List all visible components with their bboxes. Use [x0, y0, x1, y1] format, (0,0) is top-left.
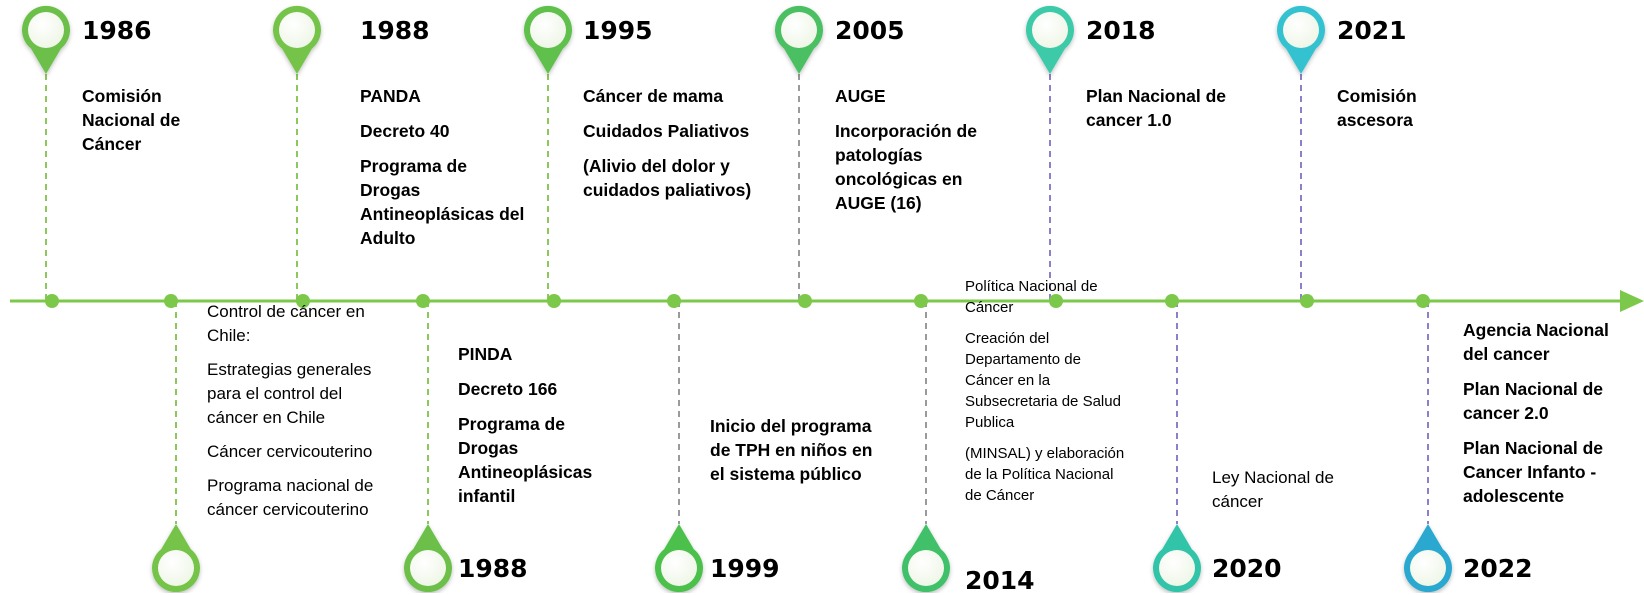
event-line: (Alivio del dolor y cuidados paliativos) [583, 156, 752, 200]
event-description-2005: AUGE Incorporación de patologías oncológi… [835, 84, 1010, 226]
axis-dot-2014 [914, 294, 928, 308]
event-line: Comisión ascesora [1337, 86, 1417, 130]
event-line: Creación del Departamento de Cáncer en l… [965, 330, 1121, 431]
year-label-1986: 1986 [82, 16, 152, 45]
axis-dot-1986 [45, 294, 59, 308]
event-line: Decreto 166 [458, 379, 558, 399]
event-line: Programa de Drogas Antineoplásicas del A… [360, 156, 525, 248]
axis-dot-2022 [1416, 294, 1430, 308]
year-label-1988b: 1988 [458, 554, 528, 583]
pin-marker-1988b [404, 524, 453, 593]
pin-inner-2020 [1159, 550, 1195, 586]
axis-dot-1988b [416, 294, 430, 308]
event-description-2020: Ley Nacional de cáncer [1212, 466, 1387, 525]
event-description-1988a: PANDA Decreto 40 Programa de Drogas Antine… [360, 84, 525, 261]
event-line: Plan Nacional de Cancer Infanto - adoles… [1463, 438, 1604, 506]
pin-inner-unlabeled [158, 550, 194, 586]
year-label-1988a: 1988 [360, 16, 430, 45]
axis-dot-1995 [547, 294, 561, 308]
event-line: Programa de Drogas Antineoplásicas infan… [458, 414, 593, 506]
timeline-arrowhead [1620, 290, 1644, 312]
event-line: Plan Nacional de cancer 2.0 [1463, 379, 1604, 423]
axis-dot-1988a [296, 294, 310, 308]
event-line: PINDA [458, 344, 513, 364]
pin-inner-1995 [530, 12, 566, 48]
axis-dot-2020 [1165, 294, 1179, 308]
pin-inner-2022 [1410, 550, 1446, 586]
event-description-2018: Plan Nacional de cancer 1.0 [1086, 84, 1261, 143]
pin-marker-2018 [1026, 5, 1074, 75]
pin-marker-2014 [902, 524, 951, 593]
event-description-2021: Comisión ascesora [1337, 84, 1467, 143]
pin-marker-1988a [273, 5, 321, 75]
event-line: Inicio del programa de TPH en niños en e… [710, 416, 873, 484]
axis-dot-2005 [798, 294, 812, 308]
year-label-2018: 2018 [1086, 16, 1156, 45]
event-line: Estrategias generales para el control de… [207, 360, 372, 427]
pin-inner-1988a [279, 12, 315, 48]
pin-marker-2005 [775, 5, 824, 74]
event-line: Agencia Nacional del cancer [1463, 320, 1609, 364]
year-label-2020: 2020 [1212, 554, 1282, 583]
event-line: Control de cáncer en Chile: [207, 302, 365, 345]
pin-marker-2020 [1153, 524, 1201, 593]
pin-inner-2021 [1283, 12, 1319, 48]
axis-dot-unlabeled [164, 294, 178, 308]
year-label-2005: 2005 [835, 16, 905, 45]
event-line: AUGE [835, 86, 886, 106]
event-line: Decreto 40 [360, 121, 450, 141]
event-line: Comisión Nacional de Cáncer [82, 86, 181, 154]
pin-marker-2021 [1277, 5, 1325, 75]
pin-marker-unlabeled [152, 524, 200, 593]
pin-inner-2014 [908, 550, 944, 586]
pin-marker-1995 [524, 5, 572, 75]
axis-dot-2021 [1300, 294, 1314, 308]
pin-inner-1988b [410, 550, 446, 586]
event-line: PANDA [360, 86, 421, 106]
year-label-1999: 1999 [710, 554, 780, 583]
event-line: Política Nacional de Cáncer [965, 278, 1098, 316]
pin-marker-1999 [655, 524, 704, 593]
event-description-unlabeled: Control de cáncer en Chile: Estrategias g… [207, 300, 377, 532]
axis-dot-1999 [667, 294, 681, 308]
event-line: Ley Nacional de cáncer [1212, 468, 1334, 511]
year-label-1995: 1995 [583, 16, 653, 45]
event-line: Cáncer cervicouterino [207, 442, 373, 461]
event-line: Cáncer de mama [583, 86, 724, 106]
event-description-1986: Comisión Nacional de Cáncer [82, 84, 212, 167]
year-label-2022: 2022 [1463, 554, 1533, 583]
event-description-1999: Inicio del programa de TPH en niños en e… [710, 414, 885, 497]
pin-inner-1986 [28, 12, 64, 48]
pin-inner-2005 [781, 12, 817, 48]
event-line: (MINSAL) y elaboración de la Política Na… [965, 445, 1125, 504]
event-line: Cuidados Paliativos [583, 121, 750, 141]
event-line: Programa nacional de cáncer cervicouteri… [207, 476, 374, 519]
pin-marker-2022 [1404, 524, 1452, 593]
year-label-2014: 2014 [965, 566, 1035, 595]
event-line: Incorporación de patologías oncológicas … [835, 121, 977, 213]
event-line: Plan Nacional de cancer 1.0 [1086, 86, 1227, 130]
year-label-2021: 2021 [1337, 16, 1407, 45]
pin-marker-1986 [22, 5, 71, 74]
pin-inner-1999 [661, 550, 697, 586]
axis-dot-2018 [1049, 294, 1063, 308]
pin-inner-2018 [1032, 12, 1068, 48]
